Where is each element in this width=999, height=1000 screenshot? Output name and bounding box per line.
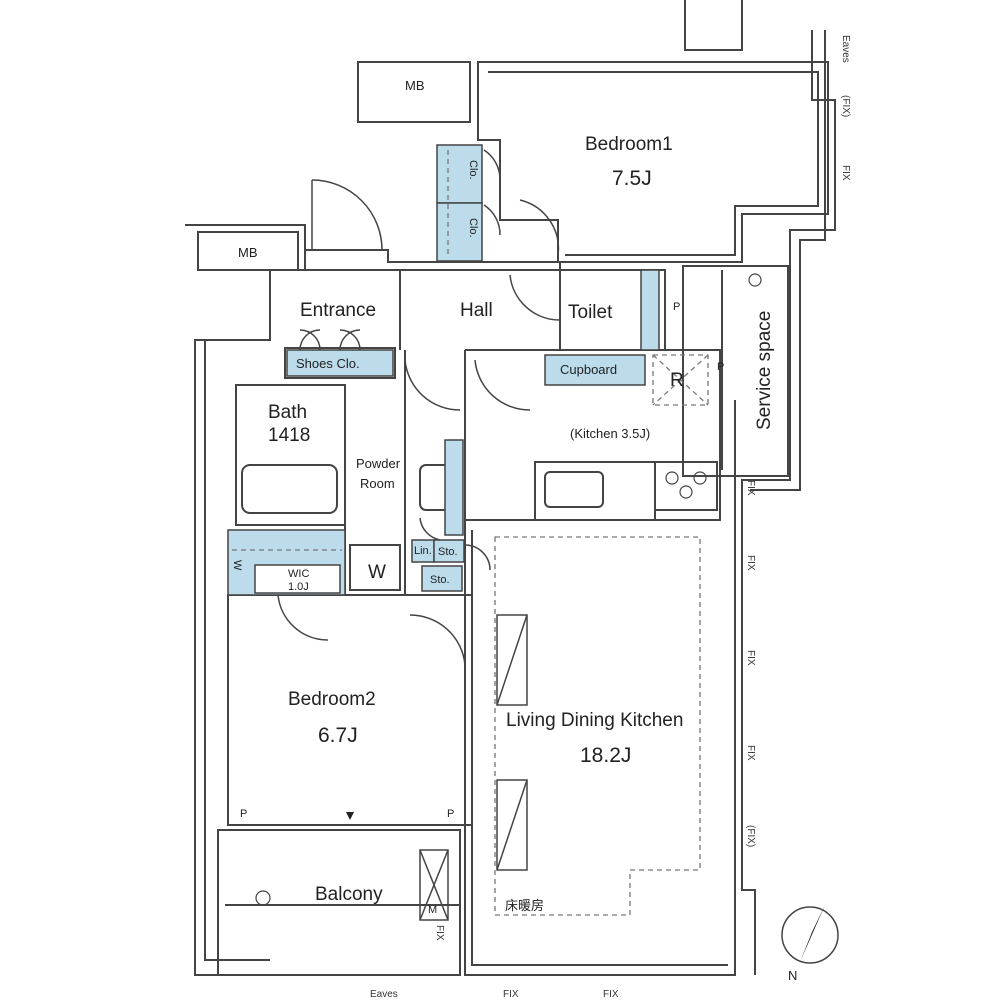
sto-top-label: Sto. — [438, 546, 458, 558]
bedroom1-area: 7.5J — [612, 167, 652, 190]
ldk-name: Living Dining Kitchen — [506, 710, 683, 731]
bath-size: 1418 — [268, 425, 310, 446]
fix-balcony: FIX — [434, 925, 445, 941]
fix-right-6: FIX — [745, 745, 756, 761]
hall-label: Hall — [460, 300, 493, 321]
mb-left-label: MB — [238, 245, 258, 260]
toilet-label: Toilet — [568, 302, 613, 323]
bedroom2-area: 6.7J — [318, 724, 358, 747]
north-arrow-icon: N — [781, 905, 839, 983]
north-label: N — [788, 968, 797, 983]
pipe-space-1: P — [673, 301, 680, 313]
bedroom1-name: Bedroom1 — [585, 134, 673, 155]
eaves-bottom: Eaves — [370, 989, 398, 1000]
sto-bottom-label: Sto. — [430, 574, 450, 586]
fix-right-2: FIX — [840, 165, 851, 181]
fix-right-5: FIX — [745, 650, 756, 666]
clo-top-label: Clo. — [467, 160, 479, 180]
balcony-label: Balcony — [315, 884, 383, 905]
pipe-space-3: P — [240, 808, 247, 820]
powder-room-line1: Powder — [356, 456, 401, 471]
wic-area: 1.0J — [288, 581, 309, 593]
lin-label: Lin. — [414, 545, 432, 557]
fix-bottom-2: FIX — [603, 989, 619, 1000]
eaves-right: Eaves — [840, 35, 851, 63]
meter-label: M — [428, 904, 437, 916]
powder-room-line2: Room — [360, 476, 395, 491]
fix-right-3: FIX — [745, 480, 756, 496]
washer-label: W — [368, 562, 386, 583]
entrance-label: Entrance — [300, 300, 376, 321]
shoes-clo-label: Shoes Clo. — [296, 356, 360, 371]
floor-heating-label: 床暖房 — [505, 898, 544, 913]
pipe-space-2: P — [717, 361, 724, 373]
fix-right-4: FIX — [745, 555, 756, 571]
cupboard-label: Cupboard — [560, 362, 617, 377]
fix-right-1: (FIX) — [840, 95, 851, 117]
kitchen-label: (Kitchen 3.5J) — [570, 426, 650, 441]
pipe-space-4: P — [447, 808, 454, 820]
bedroom2-name: Bedroom2 — [288, 689, 376, 710]
entry-arrow-icon — [346, 812, 354, 820]
bath-label: Bath — [268, 402, 307, 423]
service-space-label: Service space — [754, 311, 775, 430]
fix-bottom-1: FIX — [503, 989, 519, 1000]
ldk-area: 18.2J — [580, 744, 631, 767]
clo-bottom-label: Clo. — [467, 218, 479, 238]
refrigerator-label: R — [670, 370, 684, 391]
wic-w-label: W — [231, 560, 243, 571]
wic-name: WIC — [288, 568, 309, 580]
mb-top-label: MB — [405, 78, 425, 93]
fix-right-7: (FIX) — [745, 825, 756, 847]
